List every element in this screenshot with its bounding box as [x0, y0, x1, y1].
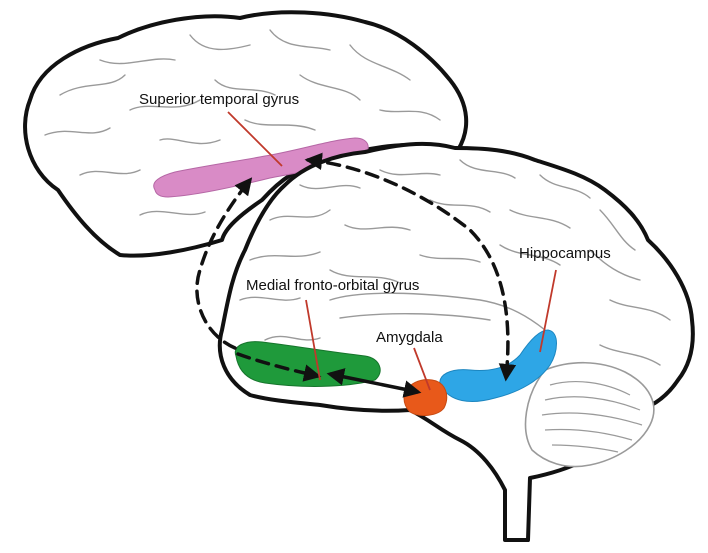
leader-lines [227, 111, 557, 391]
amygdala-region [403, 379, 448, 416]
leader-line-hippocampus [539, 269, 557, 353]
cerebellum-outline [524, 361, 655, 468]
label-hippocampus: Hippocampus [519, 245, 611, 262]
arrow-mfog-amygdala [326, 368, 422, 398]
label-superior-temporal-gyrus: Superior temporal gyrus [139, 91, 299, 108]
leader-line-stg [227, 111, 283, 167]
label-amygdala: Amygdala [376, 329, 443, 346]
back-brain-folds [44, 29, 441, 216]
back-brain-outline [23, 10, 469, 258]
arrow-mfog-to-stg [195, 177, 253, 350]
arrow-mfog-internal [236, 352, 322, 382]
connection-arrows [195, 152, 517, 382]
leader-line-amygdala [413, 347, 431, 391]
label-medial-fronto-orbital-gyrus: Medial fronto-orbital gyrus [246, 277, 419, 294]
leader-line-mfog [305, 299, 321, 381]
cerebellum-folds [541, 381, 643, 453]
front-brain-outline [217, 141, 695, 542]
arrow-stg-to-hippocampus [304, 152, 517, 382]
